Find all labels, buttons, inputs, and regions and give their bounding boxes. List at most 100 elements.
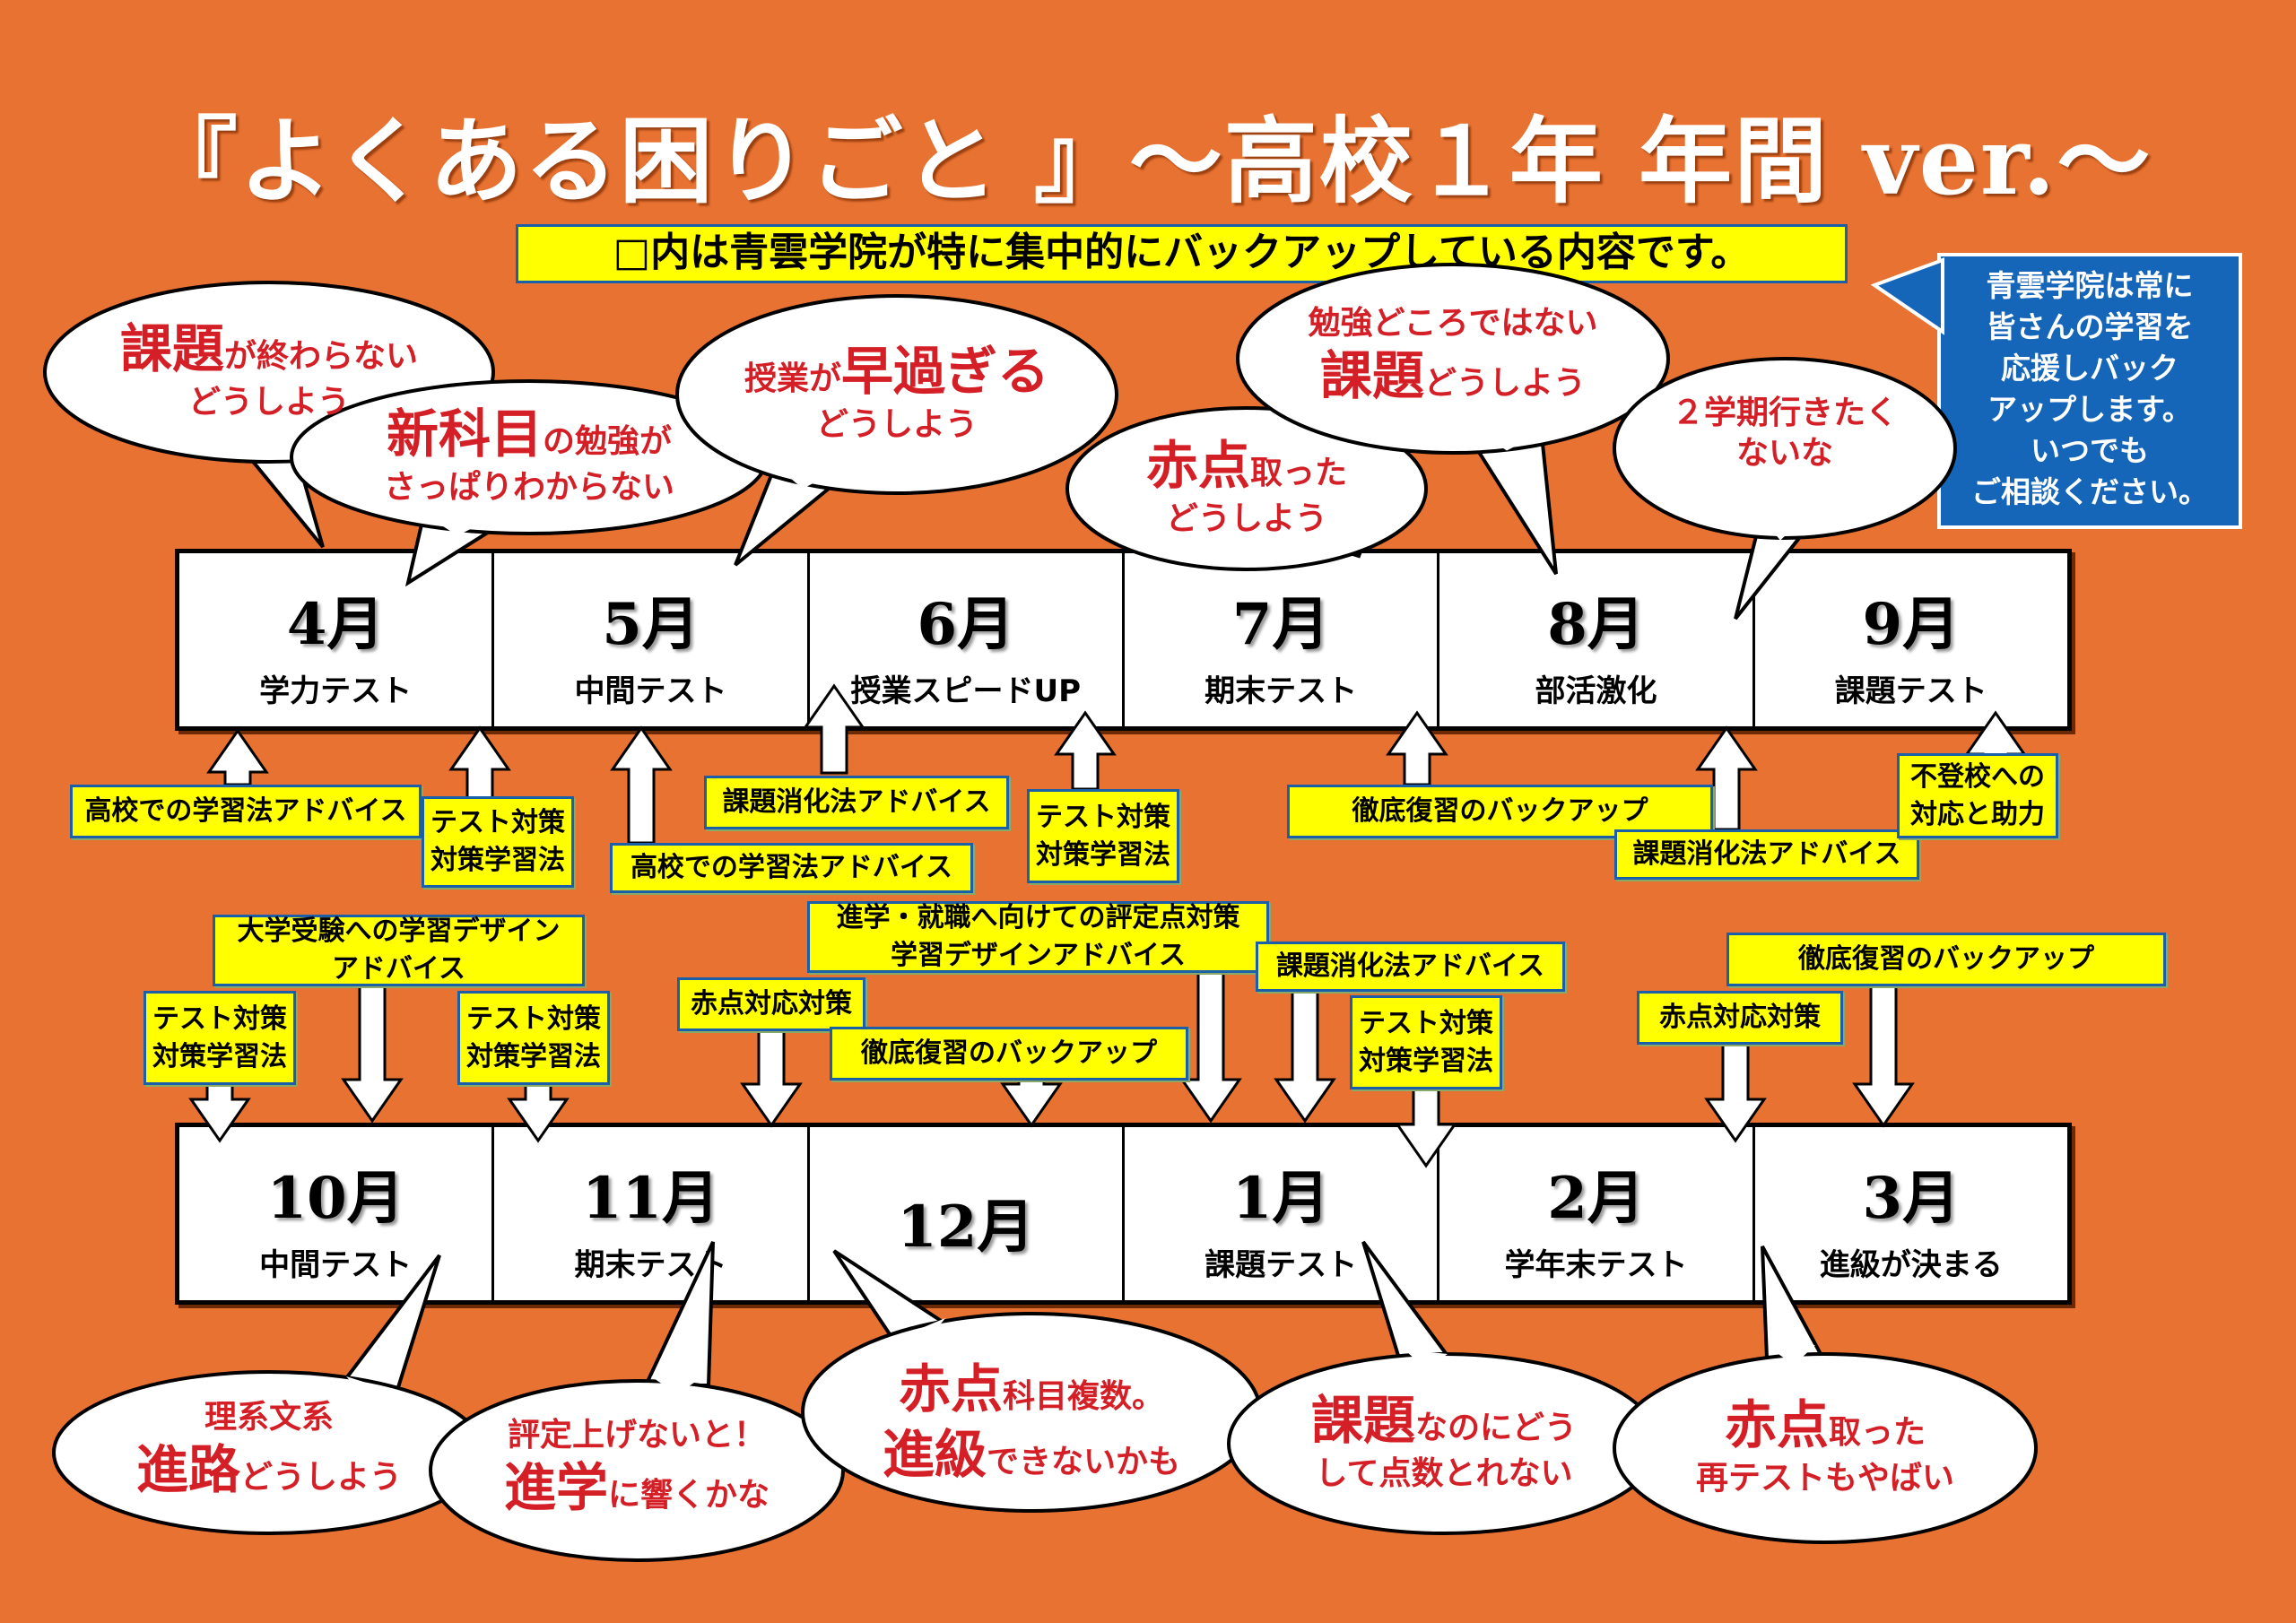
bubble-line: 赤点取った: [1067, 433, 1426, 499]
month-event: 進級が決まる: [1819, 1247, 2003, 1283]
bubble-line: 進級できないかも: [803, 1422, 1260, 1488]
up-arrow-icon: [1695, 725, 1758, 831]
support-note-line: テスト対策: [430, 807, 565, 838]
support-note: テスト対策対策学習法: [1350, 995, 1502, 1089]
speech-bubble-tail: [1361, 1240, 1457, 1366]
bubble-text-segment: 進路: [135, 1439, 240, 1500]
support-note-line: 課題消化法アドバイス: [1275, 950, 1545, 982]
down-arrow-icon: [188, 1083, 251, 1143]
support-note-line: テスト対策: [466, 1002, 601, 1035]
speech-bubble-join: [777, 466, 829, 489]
support-note-line: 高校での学習法アドバイス: [630, 852, 953, 883]
bubble-text-segment: 勉強どころではない: [1308, 305, 1598, 342]
support-note-line: 徹底復習のバックアップ: [1798, 943, 2094, 975]
speech-bubble-text: 課題が終わらないどうしよう: [45, 317, 493, 422]
month-label: 2月: [1547, 1165, 1645, 1232]
bubble-text-segment: さっぱりわからない: [383, 468, 674, 506]
month-cell: 9月課題テスト: [1755, 553, 2067, 726]
month-event: 中間テスト: [259, 1247, 413, 1283]
speech-bubble-join: [651, 1376, 703, 1394]
month-event: 授業スピードUP: [850, 673, 1082, 709]
support-note-line: 高校での学習法アドバイス: [84, 795, 407, 827]
support-note-line: 課題消化法アドバイス: [1632, 838, 1901, 870]
down-arrow-icon: [1704, 1043, 1767, 1143]
bubble-line: 評定上げないと！: [430, 1415, 843, 1455]
bubble-text-segment: ２学期行きたく: [1671, 395, 1898, 431]
support-note-line: テスト対策: [1036, 801, 1170, 833]
bubble-text-segment: 新科目: [386, 404, 543, 464]
bubble-line: 新科目の勉強が: [291, 402, 767, 467]
month-label: 5月: [602, 591, 700, 658]
bubble-text-segment: できないかも: [987, 1443, 1181, 1480]
up-arrow-icon: [803, 683, 865, 775]
speech-bubble-join: [1306, 511, 1367, 538]
bubble-line: 課題どうしよう: [1238, 343, 1668, 409]
bubble-text-segment: 取った: [1829, 1414, 1926, 1451]
speech-bubble-tail: [1467, 437, 1558, 576]
month-cell: 7月期末テスト: [1125, 553, 1440, 726]
month-cell: 1月課題テスト: [1125, 1127, 1440, 1300]
support-note: 不登校への対応と助力: [1897, 753, 2058, 838]
bubble-text-segment: 赤点: [1145, 435, 1250, 496]
bubble-text-segment: なのにどう: [1415, 1410, 1578, 1446]
down-arrow-icon: [341, 985, 404, 1124]
month-cell: 2月学年末テスト: [1439, 1127, 1755, 1300]
bubble-text-segment: 進級: [882, 1423, 987, 1485]
month-cell: 6月授業スピードUP: [810, 553, 1125, 726]
support-note: テスト対策対策学習法: [1027, 789, 1179, 883]
speech-bubble-join: [346, 1376, 389, 1402]
support-note-line: テスト対策: [152, 1002, 287, 1035]
bubble-line: どうしよう: [1067, 499, 1426, 539]
month-label: 12月: [897, 1193, 1035, 1261]
down-arrow-icon: [1274, 989, 1336, 1124]
bubble-line: さっぱりわからない: [291, 467, 767, 508]
speech-bubble-join: [427, 516, 488, 536]
bubble-text-segment: 授業が: [744, 360, 841, 397]
support-note: テスト対策対策学習法: [457, 991, 610, 1085]
bubble-text-segment: に響くかな: [608, 1477, 770, 1514]
support-note-line: 徹底復習のバックアップ: [861, 1037, 1157, 1069]
support-note: 高校での学習法アドバイス: [610, 843, 973, 893]
bubble-text-segment: して点数とれない: [1315, 1454, 1573, 1492]
legend-banner: □内は青雲学院が特に集中的にバックアップしている内容です。: [516, 224, 1848, 283]
bubble-text-segment: の勉強が: [543, 423, 673, 460]
month-cell: 5月中間テスト: [494, 553, 810, 726]
speech-bubble: [1236, 263, 1670, 455]
month-event: 部活激化: [1535, 673, 1657, 709]
support-note-line: 不登校への: [1910, 760, 2045, 793]
bubble-line: 進学に響くかな: [430, 1455, 843, 1521]
bubble-line: どうしよう: [677, 404, 1117, 445]
bubble-line: 課題なのにどう: [1229, 1388, 1659, 1454]
page-title: 『よくある困りごと 』～高校１年 年間 ver.～: [144, 106, 2152, 216]
bubble-text-segment: どうしよう: [187, 383, 350, 421]
support-box-pointer: [1870, 257, 1944, 335]
speech-bubble-join: [902, 1318, 945, 1345]
up-arrow-icon: [1964, 710, 2027, 757]
bubble-line: ２学期行きたく: [1614, 393, 1955, 433]
support-note: 徹底復習のバックアップ: [1726, 933, 2166, 986]
month-cell: 11月期末テスト: [494, 1127, 810, 1300]
bubble-text-segment: 進学: [503, 1457, 608, 1518]
support-note-line: 赤点対応対策: [691, 988, 852, 1020]
speech-bubble-text: 理系文系進路どうしよう: [54, 1397, 484, 1503]
up-arrow-icon: [610, 725, 673, 845]
bubble-line: 赤点科目複数。: [803, 1357, 1260, 1422]
month-cell: 8月部活激化: [1439, 553, 1755, 726]
speech-bubble-join: [1476, 430, 1537, 451]
bubble-line: 進路どうしよう: [54, 1437, 484, 1503]
month-label: 7月: [1231, 591, 1330, 658]
support-note-line: 対応と助力: [1910, 798, 2045, 830]
support-line: 青雲学院は常に: [1986, 268, 2194, 303]
bubble-line: 課題が終わらない: [45, 317, 493, 382]
down-arrow-icon: [1852, 985, 1915, 1128]
support-note: テスト対策対策学習法: [422, 796, 574, 888]
down-arrow-icon: [1000, 1079, 1063, 1128]
bubble-text-segment: どうしよう: [1424, 365, 1587, 402]
support-note-line: 対策学習法: [152, 1040, 287, 1072]
speech-bubble-text: 授業が早過ぎるどうしよう: [677, 339, 1117, 445]
bubble-line: 赤点取った: [1614, 1393, 2036, 1458]
support-note-line: 対策学習法: [466, 1040, 601, 1072]
speech-bubble-text: 勉強どころではない課題どうしよう: [1238, 303, 1668, 409]
support-note-line: 学習デザインアドバイス: [890, 940, 1187, 971]
